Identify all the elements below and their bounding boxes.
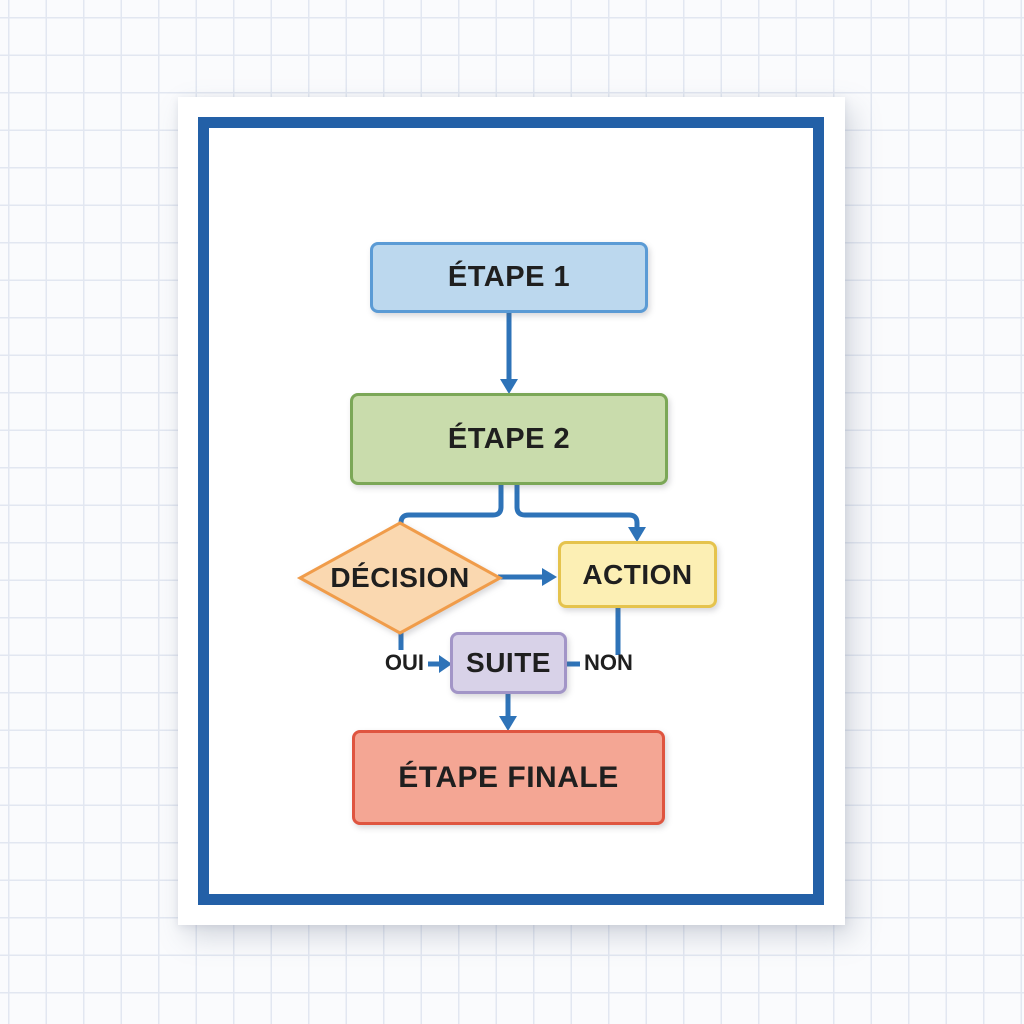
node-action-label: ACTION [582,558,693,590]
node-etape-1-label: ÉTAPE 1 [447,261,571,293]
node-etape-1: ÉTAPE 1 [370,242,648,313]
edge-label-oui: OUI [384,650,424,675]
node-etape-2-label: ÉTAPE 2 [447,422,571,455]
node-action: ACTION [558,541,717,608]
node-suite: SUITE [450,632,567,694]
node-etape-2: ÉTAPE 2 [350,393,668,485]
blue-frame-border [198,117,824,905]
node-etape-finale-label: ÉTAPE FINALE [398,760,619,794]
edge-label-non: NON [584,650,633,675]
node-etape-finale: ÉTAPE FINALE [352,730,665,825]
node-suite-label: SUITE [466,647,551,678]
